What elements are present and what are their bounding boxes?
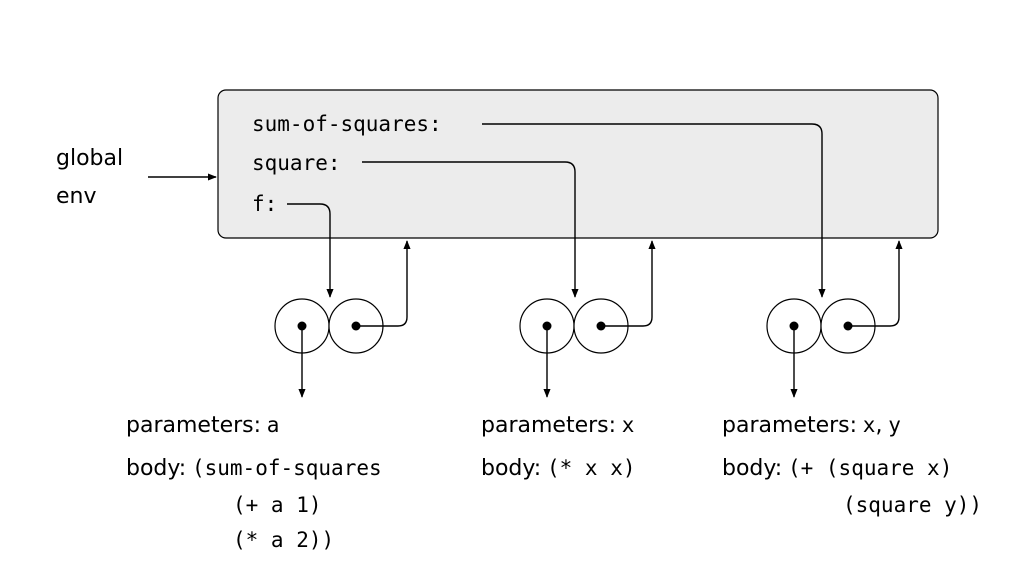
proc-3-body-line-2: (square y)) [843,493,983,517]
proc-3-params: parameters: x, y [722,412,901,439]
global-frame-box [217,89,939,239]
proc-2-params-value: x [621,413,635,437]
proc-1-params-value: a [266,413,280,437]
proc-1-body: body: (sum-of-squares [126,455,382,482]
proc-1-env-arrow [356,240,411,327]
global-env-label-line1: global [56,146,124,171]
proc-2-body: body: (* x x) [481,455,636,482]
proc-2-body-line-1: (* x x) [546,456,636,480]
proc-3-params-value-b: y [888,413,901,437]
proc-1-body-line-2: (+ a 1) [233,493,322,517]
proc-3-body-line-1: (+ (square x) [787,456,953,480]
proc-3-params-sep: , [875,413,883,438]
global-env-label-line2: env [56,184,97,209]
binding-arrow-f [287,203,334,298]
proc-2-params-label: parameters: [481,413,617,438]
proc-1-params: parameters: a [126,412,279,439]
proc-3-params-label: parameters: [722,413,858,438]
proc-1-params-label: parameters: [126,413,262,438]
proc-2-body-label: body: [481,456,542,481]
proc-3-body-label: body: [722,456,783,481]
binding-name-f: f: [252,192,278,216]
binding-arrow-sum-of-squares [482,123,826,298]
binding-arrow-square [362,161,579,298]
binding-name-square: square: [252,151,341,175]
proc-3-params-value-a: x [862,413,876,437]
proc-1-body-line-1: (sum-of-squares [191,456,382,480]
proc-3-body: body: (+ (square x) [722,455,952,482]
proc-1-body-label: body: [126,456,187,481]
proc-2-env-arrow [601,240,656,327]
proc-2-params: parameters: x [481,412,634,439]
binding-name-sum-of-squares: sum-of-squares: [252,112,442,136]
proc-1-body-line-3: (* a 2)) [233,528,335,552]
proc-3-env-arrow [848,240,903,327]
